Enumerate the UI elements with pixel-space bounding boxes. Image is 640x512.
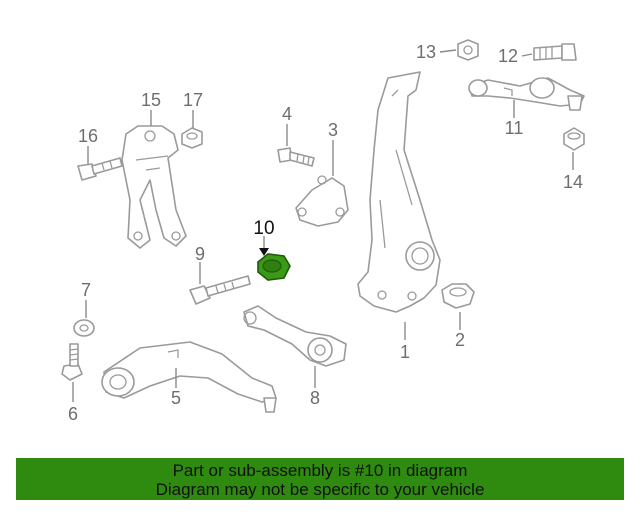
bolt-4[interactable] [277,147,315,167]
banner-line-1: Part or sub-assembly is #10 in diagram [172,461,468,480]
info-banner: Part or sub-assembly is #10 in diagram D… [16,458,624,500]
callout-11: 11 [505,118,524,138]
nut-14[interactable] [563,127,585,151]
callout-8: 8 [310,388,320,408]
bolt-12[interactable] [533,43,577,61]
nut-13[interactable] [457,39,479,61]
callout-16: 16 [78,126,98,146]
callout-numbers: 1 2 3 4 5 6 7 8 9 10 11 12 13 14 15 17 1… [68,42,583,424]
bolt-6[interactable] [61,343,83,381]
callout-13: 13 [416,42,436,62]
callout-15: 15 [141,90,161,110]
callout-9: 9 [195,244,205,264]
upper-control-arm[interactable] [468,77,585,111]
bolt-9[interactable] [189,275,251,305]
callout-5: 5 [171,388,181,408]
callout-3: 3 [328,120,338,140]
bolt-16[interactable] [77,157,123,181]
callout-6: 6 [68,404,78,424]
highlighted-nut-10[interactable] [257,253,291,281]
flange-nut-2[interactable] [441,283,475,309]
exploded-parts-diagram: 1 2 3 4 5 6 7 8 9 10 11 12 13 14 15 17 1… [61,39,585,424]
washer-7[interactable] [73,319,95,337]
steering-knuckle[interactable] [357,71,441,313]
ball-joint-plate[interactable] [295,175,349,227]
banner-line-2: Diagram may not be specific to your vehi… [155,480,485,499]
tension-strut[interactable] [243,305,347,367]
lower-control-arm[interactable] [101,341,277,413]
callout-10: 10 [253,218,274,239]
subframe-bracket[interactable] [121,125,187,249]
callout-16-17: 17 [183,90,203,110]
callout-4: 4 [282,104,292,124]
callout-12: 12 [498,46,518,66]
callout-14: 14 [563,172,583,192]
callout-1: 1 [400,342,410,362]
callout-7: 7 [81,280,91,300]
nut-17[interactable] [181,127,203,149]
callout-2: 2 [455,330,465,350]
leader-lines [72,49,574,402]
